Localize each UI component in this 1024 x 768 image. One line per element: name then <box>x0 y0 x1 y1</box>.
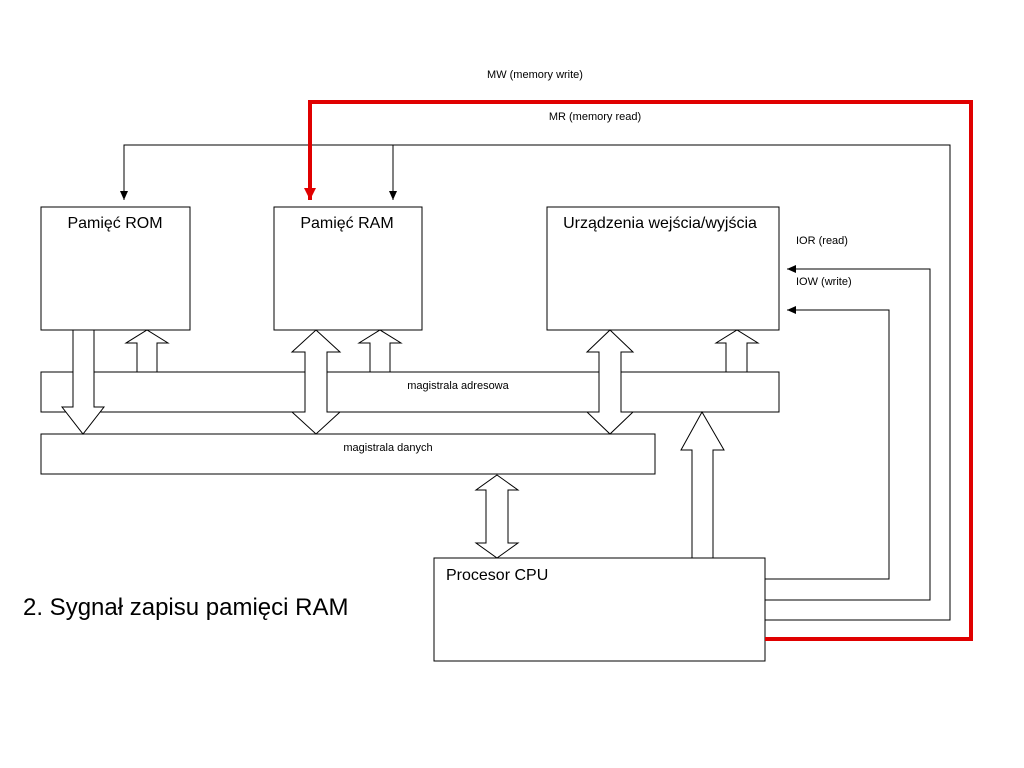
mr-label: MR (memory read) <box>549 111 641 123</box>
ior-signal-line <box>765 265 931 601</box>
iow-signal-line <box>765 306 890 580</box>
address-bus-to-ram-arrow <box>357 329 403 373</box>
mw-label: MW (memory write) <box>487 69 583 81</box>
rom-label: Pamięć ROM <box>67 215 162 232</box>
ram-label: Pamięć RAM <box>300 215 393 232</box>
cpu-box <box>433 557 766 662</box>
mw-signal-line-active <box>304 100 973 641</box>
address-bus-to-io-arrow <box>714 329 760 373</box>
data-bus-label: magistrala danych <box>343 442 432 454</box>
cpu-label: Procesor CPU <box>446 567 548 584</box>
rom-to-data-bus-arrow <box>60 329 106 435</box>
io-data-bus-double-arrow <box>585 329 635 435</box>
data-bus <box>40 433 656 475</box>
ram-data-bus-double-arrow <box>290 329 342 435</box>
ram-box <box>273 206 423 331</box>
io-label: Urządzenia wejścia/wyjścia <box>563 215 757 232</box>
ior-label: IOR (read) <box>796 235 848 247</box>
mr-signal-line <box>120 144 951 621</box>
io-box <box>546 206 780 331</box>
cpu-data-bus-double-arrow <box>474 474 520 559</box>
cpu-to-address-bus-arrow <box>680 410 725 559</box>
slide-caption: 2. Sygnał zapisu pamięci RAM <box>23 594 348 621</box>
address-bus-label: magistrala adresowa <box>407 380 509 392</box>
address-bus-to-rom-arrow <box>124 329 170 373</box>
rom-box <box>40 206 191 331</box>
iow-label: IOW (write) <box>796 276 852 288</box>
address-bus <box>40 371 780 413</box>
